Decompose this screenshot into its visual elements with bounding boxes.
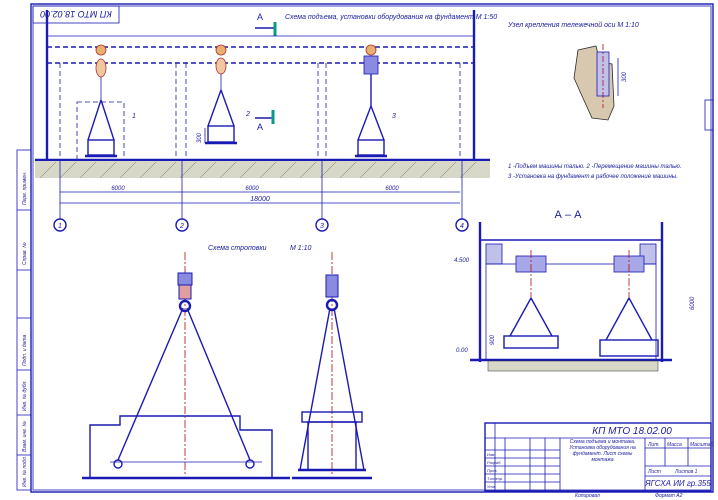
hoist-1 bbox=[76, 44, 125, 161]
axis-3: 3 bbox=[320, 223, 324, 230]
dim-section-level: 4.500 bbox=[454, 258, 470, 264]
side-stamp: Перв. примен. Справ. № Подп. и дата Инв.… bbox=[16, 149, 32, 491]
axis-4: 4 bbox=[460, 223, 464, 230]
section-marker-top: А bbox=[257, 12, 263, 22]
role-izm: Изм. bbox=[487, 452, 496, 457]
side-stamp-6: Инв. № подл. bbox=[22, 456, 28, 487]
hdr-sheets: Листов 1 bbox=[674, 469, 698, 475]
hoist-2 bbox=[205, 44, 237, 145]
grid-axes: 1 2 3 4 bbox=[53, 160, 469, 232]
position-1: 1 bbox=[132, 113, 136, 120]
title-description: Схема подъема и монтажа. Установка обору… bbox=[569, 439, 636, 463]
side-stamp-4: Инв. № дубл. bbox=[22, 380, 28, 411]
role-razrab: Разраб. bbox=[487, 460, 501, 465]
hdr-mass: Масса bbox=[667, 442, 682, 448]
dim-detail: 300 bbox=[622, 71, 628, 82]
notes: 1 -Подъем машины талью. 2 -Перемещение м… bbox=[508, 164, 681, 180]
axis-1: 1 bbox=[58, 223, 62, 230]
dim-section-base: 900 bbox=[490, 334, 496, 345]
slinging-title: Схема строповки bbox=[208, 245, 267, 252]
side-stamp-1: Перв. примен. bbox=[22, 172, 28, 205]
role-prov: Пров. bbox=[487, 468, 498, 473]
slinging-scale: М 1:10 bbox=[290, 245, 312, 252]
slinging-view: Схема строповки М 1:10 bbox=[82, 245, 372, 480]
role-tkontr: Т.контр. bbox=[487, 476, 503, 481]
main-view: Схема подъема, установки оборудования на… bbox=[35, 10, 497, 232]
title-org: ЯГСХА ИИ гр.355 bbox=[644, 479, 711, 488]
main-view-title: Схема подъема, установки оборудования на… bbox=[285, 13, 497, 21]
title-block: КП МТО 18.02.00 Схема подъема и монтажа.… bbox=[484, 422, 714, 492]
note-1: 1 -Подъем машины талью. 2 -Перемещение м… bbox=[508, 164, 681, 170]
detail-view: Узел крепления тележечной оси М 1:10 300 bbox=[507, 21, 639, 121]
hdr-sheet: Лист bbox=[647, 469, 661, 475]
dim-span-right: 6000 bbox=[385, 186, 399, 192]
detail-view-title: Узел крепления тележечной оси М 1:10 bbox=[507, 21, 639, 29]
code-stamp: КП МТО 18.02.00 bbox=[32, 5, 120, 24]
dim-section-height: 6000 bbox=[690, 296, 696, 310]
dim-total-span: 18000 bbox=[250, 196, 270, 203]
footer-copied: Копировал bbox=[575, 493, 600, 499]
dim-floor-level: 0.00 bbox=[456, 348, 468, 354]
hdr-scale: Масштаб bbox=[690, 442, 714, 448]
section-title: А – А bbox=[555, 209, 583, 221]
side-stamp-5: Взам. инв. № bbox=[22, 420, 28, 452]
title-code: КП МТО 18.02.00 bbox=[592, 426, 672, 437]
inner-frame bbox=[32, 5, 712, 491]
role-utv: Утв. bbox=[487, 484, 496, 489]
side-stamp-3: Подп. и дата bbox=[22, 334, 28, 366]
dim-span-middle: 6000 bbox=[245, 186, 259, 192]
side-stamp-2: Справ. № bbox=[22, 242, 28, 265]
hdr-lit: Лит. bbox=[647, 442, 660, 448]
note-2: 3 -Установка на фундамент в рабочее поло… bbox=[508, 174, 678, 180]
code-stamp-text: КП МТО 18.02.00 bbox=[40, 9, 112, 19]
dim-lift-height: 300 bbox=[197, 132, 203, 143]
axis-2: 2 bbox=[179, 223, 184, 230]
hoist-3 bbox=[355, 44, 387, 158]
position-3: 3 bbox=[392, 113, 396, 120]
section-view: А – А 4.500 6000 0.00 900 bbox=[454, 209, 696, 372]
position-2: 2 bbox=[245, 111, 250, 118]
footer-format: Формат А2 bbox=[655, 493, 683, 499]
corner-stamp bbox=[704, 99, 714, 131]
section-marker-bottom: А bbox=[257, 122, 263, 132]
dim-span-left: 6000 bbox=[111, 186, 125, 192]
